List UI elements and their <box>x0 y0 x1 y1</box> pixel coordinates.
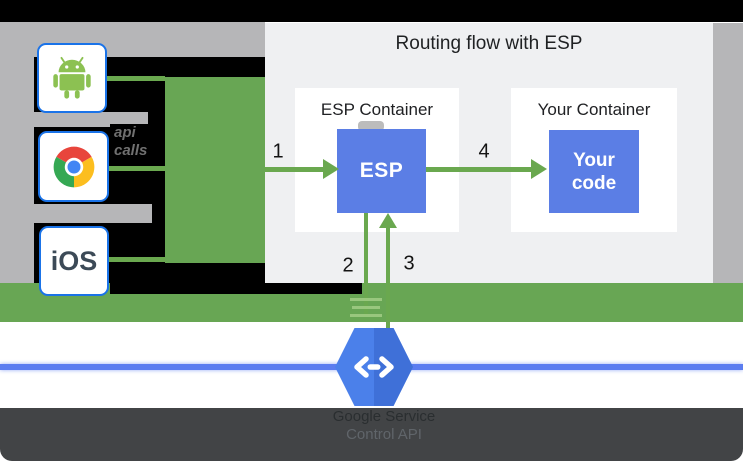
google-service-line1: Google Service <box>332 408 436 425</box>
footer-dark-bar: Google Service Control API <box>0 408 743 461</box>
arrow-4-line <box>426 167 533 172</box>
your-code-line1: Your <box>573 149 615 171</box>
arrow-1-head <box>323 159 339 179</box>
chrome-icon <box>53 146 94 187</box>
band-dash-3 <box>350 314 382 317</box>
black-band-overlay <box>110 283 362 294</box>
gray-right-column <box>713 23 743 283</box>
occluded-label-line2: calls <box>114 142 148 159</box>
android-connector-line <box>107 76 165 81</box>
arrow-4-head <box>531 159 547 179</box>
gray-artifact-blip <box>358 121 384 131</box>
google-service-label: Google Service Control API <box>234 408 534 443</box>
google-service-line2: Control API <box>346 426 422 443</box>
step-4-label: 4 <box>478 140 490 163</box>
arrow-3-extension-line <box>386 283 390 328</box>
step-1-label: 1 <box>272 140 284 163</box>
your-container-title: Your Container <box>537 100 651 119</box>
arrow-3-head <box>379 213 397 228</box>
android-client-box <box>37 43 107 113</box>
arrow-2-line <box>364 213 368 283</box>
arrow-1-line <box>265 167 325 172</box>
top-black-bar <box>0 0 743 22</box>
esp-node: ESP <box>337 129 426 213</box>
gray-band-1 <box>0 112 148 127</box>
diagram-title: Routing flow with ESP <box>395 33 583 54</box>
arrow-3-line <box>386 228 390 283</box>
gray-left-column <box>0 22 34 283</box>
your-code-line2: code <box>571 172 617 194</box>
ios-label: iOS <box>50 245 98 276</box>
band-dash-1 <box>350 298 382 301</box>
step-3-label: 3 <box>403 252 415 275</box>
chrome-connector-line <box>109 166 165 171</box>
chrome-client-box <box>38 131 109 202</box>
your-code-node: Your code <box>549 130 639 213</box>
gray-band-2 <box>0 204 152 223</box>
routing-flow-panel: Routing flow with ESP ESP Container Your… <box>265 23 713 283</box>
occluded-label: api calls <box>110 124 169 166</box>
ios-client-box: iOS <box>39 226 109 296</box>
occluded-label-line1: api <box>114 124 136 141</box>
band-dash-2 <box>352 306 380 309</box>
esp-container-title: ESP Container <box>320 100 434 119</box>
android-icon <box>53 56 91 99</box>
green-vertical-bar <box>165 77 265 263</box>
ios-connector-line <box>109 257 165 262</box>
cloud-endpoints-hexagon-icon <box>335 328 413 406</box>
step-2-label: 2 <box>342 254 354 277</box>
